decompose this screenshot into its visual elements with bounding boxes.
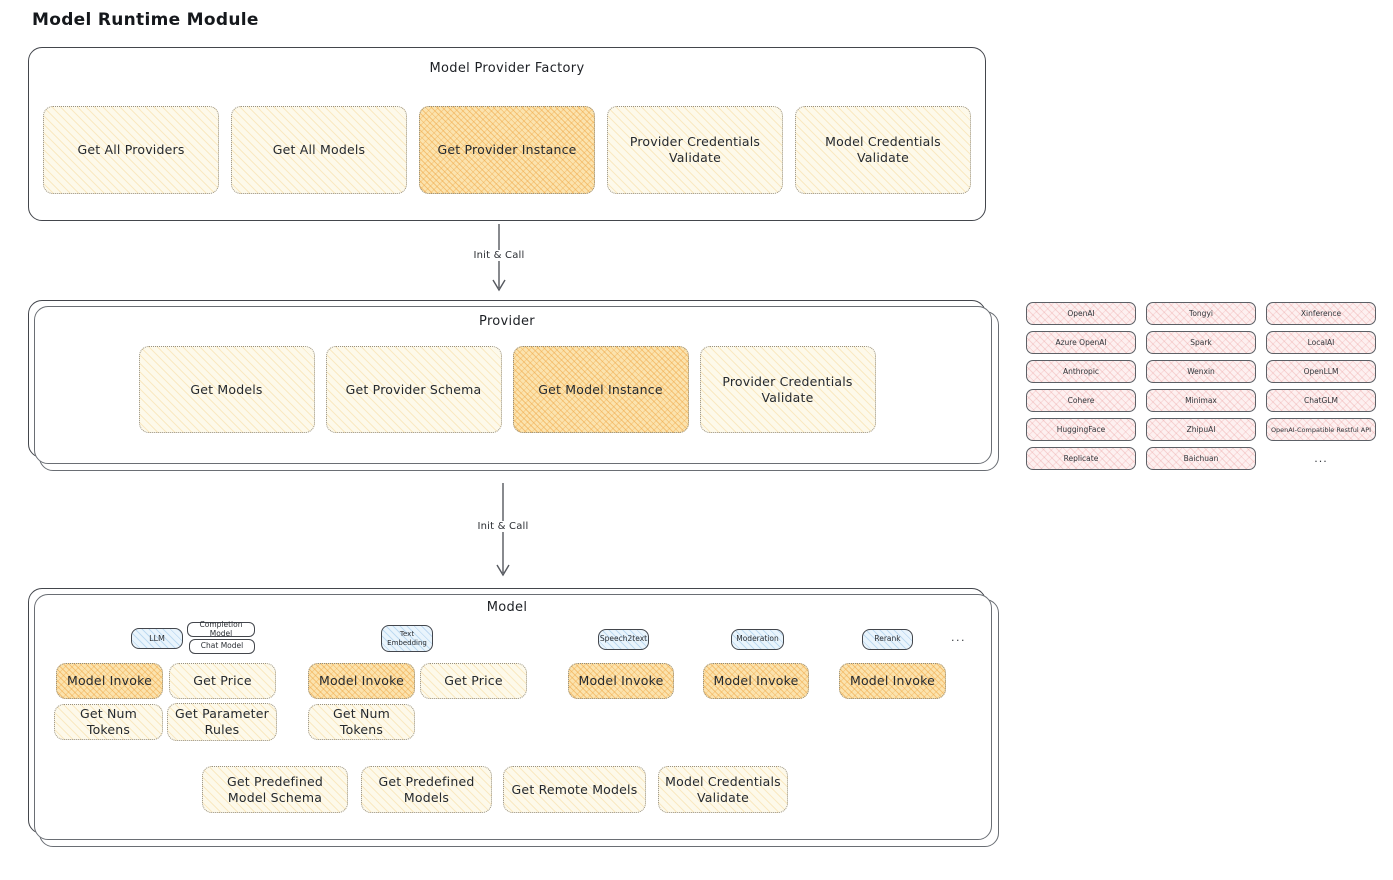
tab-chat-model[interactable]: Chat Model	[189, 639, 255, 654]
provider-chip-wenxin[interactable]: Wenxin	[1146, 360, 1256, 383]
provider-chip-xinference[interactable]: Xinference	[1266, 302, 1376, 325]
provider-title: Provider	[479, 314, 535, 329]
get-model-instance-button[interactable]: Get Model Instance	[512, 346, 689, 433]
provider-chip-anthropic[interactable]: Anthropic	[1026, 360, 1136, 383]
get-provider-schema-button[interactable]: Get Provider Schema	[325, 346, 502, 433]
provider-chip-azure-openai[interactable]: Azure OpenAI	[1026, 331, 1136, 354]
provider-chip-spark[interactable]: Spark	[1146, 331, 1256, 354]
text-embedding-get-price-button[interactable]: Get Price	[420, 663, 527, 699]
provider-chip-openllm[interactable]: OpenLLM	[1266, 360, 1376, 383]
provider-list: OpenAI Tongyi Xinference Azure OpenAI Sp…	[1026, 302, 1376, 470]
llm-get-parameter-rules-button[interactable]: Get Parameter Rules	[167, 703, 277, 741]
init-call-arrow-2	[496, 483, 510, 577]
model-credentials-validate-button-2[interactable]: Model Credentials Validate	[658, 766, 788, 813]
tab-text-embedding[interactable]: Text Embedding	[381, 625, 433, 652]
provider-panel: Provider Get Models Get Provider Schema …	[28, 300, 999, 471]
provider-chip-zhipuai[interactable]: ZhipuAI	[1146, 418, 1256, 441]
provider-list-ellipsis: ...	[1314, 452, 1328, 465]
moderation-model-invoke-button[interactable]: Model Invoke	[703, 663, 809, 699]
provider-credentials-validate-button[interactable]: Provider Credentials Validate	[607, 106, 783, 194]
factory-title: Model Provider Factory	[429, 61, 585, 76]
model-credentials-validate-button[interactable]: Model Credentials Validate	[795, 106, 971, 194]
tab-rerank[interactable]: Rerank	[862, 629, 913, 650]
tab-moderation[interactable]: Moderation	[731, 629, 784, 650]
model-title: Model	[486, 600, 528, 615]
get-predefined-model-schema-button[interactable]: Get Predefined Model Schema	[202, 766, 348, 813]
tabs-ellipsis: ...	[951, 631, 966, 644]
tab-completion-model[interactable]: Completion Model	[187, 620, 255, 637]
get-remote-models-button[interactable]: Get Remote Models	[503, 766, 646, 813]
get-all-providers-button[interactable]: Get All Providers	[43, 106, 219, 194]
llm-get-price-button[interactable]: Get Price	[169, 663, 276, 699]
page-title: Model Runtime Module	[32, 10, 259, 30]
provider-chip-cohere[interactable]: Cohere	[1026, 389, 1136, 412]
speech2text-model-invoke-button[interactable]: Model Invoke	[568, 663, 674, 699]
text-embedding-get-num-tokens-button[interactable]: Get Num Tokens	[308, 704, 415, 740]
provider-chip-huggingface[interactable]: HuggingFace	[1026, 418, 1136, 441]
provider-chip-replicate[interactable]: Replicate	[1026, 447, 1136, 470]
get-models-button[interactable]: Get Models	[138, 346, 315, 433]
text-embedding-model-invoke-button[interactable]: Model Invoke	[308, 663, 415, 699]
get-provider-instance-button[interactable]: Get Provider Instance	[419, 106, 595, 194]
provider-chip-localai[interactable]: LocalAI	[1266, 331, 1376, 354]
provider-chip-openai[interactable]: OpenAI	[1026, 302, 1136, 325]
init-call-label-2: Init & Call	[473, 521, 533, 532]
provider-credentials-validate-button-2[interactable]: Provider Credentials Validate	[699, 346, 876, 433]
provider-chip-minimax[interactable]: Minimax	[1146, 389, 1256, 412]
tab-speech2text[interactable]: Speech2text	[598, 629, 649, 650]
rerank-model-invoke-button[interactable]: Model Invoke	[839, 663, 946, 699]
model-panel: Model LLM Completion Model Chat Model Te…	[28, 588, 999, 847]
provider-chip-chatglm[interactable]: ChatGLM	[1266, 389, 1376, 412]
llm-get-num-tokens-button[interactable]: Get Num Tokens	[54, 704, 163, 740]
init-call-label-1: Init & Call	[469, 250, 529, 261]
get-all-models-button[interactable]: Get All Models	[231, 106, 407, 194]
factory-panel: Model Provider Factory Get All Providers…	[28, 47, 986, 221]
provider-chip-tongyi[interactable]: Tongyi	[1146, 302, 1256, 325]
provider-chip-baichuan[interactable]: Baichuan	[1146, 447, 1256, 470]
tab-llm[interactable]: LLM	[131, 628, 183, 649]
llm-model-invoke-button[interactable]: Model Invoke	[56, 663, 163, 699]
get-predefined-models-button[interactable]: Get Predefined Models	[361, 766, 492, 813]
provider-chip-openai-compatible[interactable]: OpenAI-Compatible Restful API	[1266, 418, 1376, 441]
